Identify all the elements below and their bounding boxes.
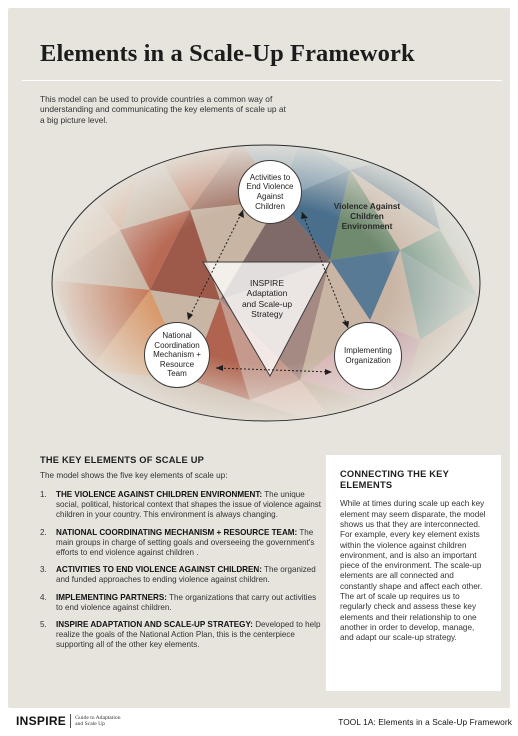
intro-text: This model can be used to provide countr…	[40, 94, 286, 125]
item-body: The main groups in charge of setting goa…	[56, 527, 315, 558]
item-heading: NATIONAL COORDINATING MECHANISM + RESOUR…	[56, 527, 298, 537]
node-implementing-line: Implementing	[343, 346, 393, 356]
node-coordination: National Coordination Mechanism + Resour…	[144, 322, 210, 388]
strategy-label: INSPIRE Adaptation and Scale-up Strategy	[224, 278, 310, 320]
brand-subtitle: Guide to Adaptation and Scale Up	[75, 715, 120, 728]
connecting-heading: CONNECTING THE KEY ELEMENTS	[340, 469, 449, 491]
list-item: 4. IMPLEMENTING PARTNERS: The organizatio…	[40, 593, 325, 613]
node-implementing: Implementing Organization	[334, 322, 402, 390]
title-divider	[22, 80, 502, 81]
node-activities-line: Activities to	[249, 172, 291, 182]
brand-subtitle-line: and Scale Up	[75, 721, 105, 727]
list-item: 5. INSPIRE ADAPTATION AND SCALE-UP STRATE…	[40, 620, 325, 651]
node-coordination-line: National	[162, 331, 192, 341]
node-coordination-line: Resource	[159, 359, 195, 369]
footer-logo: INSPIRE Guide to Adaptation and Scale Up	[16, 714, 121, 728]
item-number: 2.	[40, 527, 47, 537]
item-body: The organizations that carry out activit…	[56, 592, 317, 612]
strategy-label-line: Strategy	[251, 309, 283, 320]
strategy-label-line: and Scale-up	[241, 298, 293, 309]
key-elements-list: 1. THE VIOLENCE AGAINST CHILDREN ENVIRONM…	[40, 490, 325, 651]
brand-divider	[70, 714, 72, 728]
list-item: 3. ACTIVITIES TO END VIOLENCE AGAINST CHI…	[40, 565, 325, 585]
key-elements-heading: THE KEY ELEMENTS OF SCALE UP	[40, 455, 205, 465]
brand-wordmark: INSPIRE	[16, 714, 67, 728]
item-body: Developed to help realize the goals of t…	[56, 620, 321, 650]
node-activities-line: End Violence	[246, 182, 294, 192]
list-item: 2. NATIONAL COORDINATING MECHANISM + RESO…	[40, 528, 325, 559]
node-coordination-line: Coordination	[154, 340, 200, 350]
list-item: 1. THE VIOLENCE AGAINST CHILDREN ENVIRONM…	[40, 490, 325, 521]
key-elements-subheading: The model shows the five key elements of…	[40, 471, 228, 480]
item-body: The unique social, political, historical…	[56, 490, 321, 520]
item-number: 3.	[40, 565, 47, 575]
item-number: 4.	[40, 592, 47, 602]
page-title: Elements in a Scale-Up Framework	[40, 40, 415, 67]
item-body: The organized and funded approaches to e…	[56, 565, 316, 585]
node-activities: Activities to End Violence Against Child…	[238, 160, 302, 224]
item-heading: IMPLEMENTING PARTNERS:	[56, 592, 167, 602]
footer-tool-label: TOOL 1A: Elements in a Scale-Up Framewor…	[338, 717, 512, 727]
brand-subtitle-line: Guide to Adaptation	[75, 714, 121, 721]
node-implementing-line: Organization	[345, 356, 391, 365]
key-elements-section: THE KEY ELEMENTS OF SCALE UP The model s…	[40, 455, 325, 658]
item-heading: ACTIVITIES TO END VIOLENCE AGAINST CHILD…	[56, 565, 262, 575]
connecting-box: CONNECTING THE KEY ELEMENTS While at tim…	[326, 455, 501, 691]
item-number: 1.	[40, 490, 47, 499]
environment-label: Violence Against Children Environment	[325, 201, 409, 231]
node-coordination-line: Mechanism +	[153, 350, 201, 360]
environment-label-line: Children	[350, 210, 384, 221]
item-heading: THE VIOLENCE AGAINST CHILDREN ENVIRONMEN…	[56, 490, 263, 499]
item-heading: INSPIRE ADAPTATION AND SCALE-UP STRATEGY…	[56, 620, 253, 630]
item-number: 5.	[40, 620, 47, 630]
node-activities-line: Children	[255, 201, 285, 211]
connecting-body: While at times during scale up each key …	[340, 499, 486, 643]
node-activities-line: Against	[256, 192, 284, 201]
environment-label-line: Violence Against	[333, 201, 401, 211]
strategy-label-line: Adaptation	[246, 288, 288, 299]
strategy-label-line: INSPIRE	[249, 278, 284, 288]
node-coordination-line: Team	[167, 369, 187, 379]
environment-label-line: Environment	[341, 220, 393, 231]
